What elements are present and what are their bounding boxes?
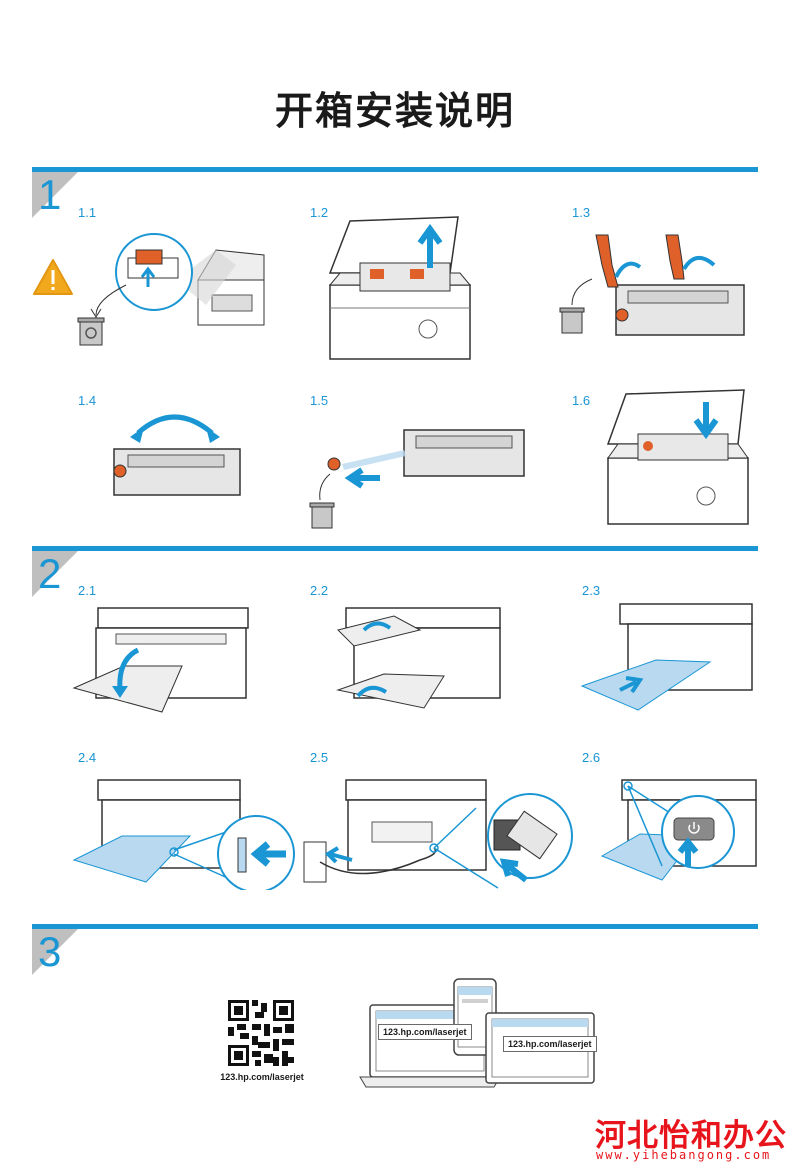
recycle-bin-icon bbox=[309, 502, 335, 529]
step-2-1-illustration bbox=[72, 607, 249, 713]
step-label: 1.5 bbox=[310, 393, 329, 408]
step-label: 2.1 bbox=[78, 583, 97, 598]
step-2-5-illustration bbox=[303, 779, 573, 889]
step-label: 1.1 bbox=[78, 205, 97, 220]
section-1-number: 1 bbox=[38, 171, 62, 218]
step-2-2-illustration bbox=[336, 607, 501, 709]
page-title: 开箱安装说明 bbox=[274, 89, 515, 133]
section-2-number: 2 bbox=[38, 550, 62, 597]
step-2-3-illustration bbox=[580, 603, 753, 711]
qr-code bbox=[228, 1000, 294, 1066]
step-label: 2.5 bbox=[310, 750, 329, 765]
step-label: 2.6 bbox=[582, 750, 601, 765]
section-3-bar bbox=[32, 924, 758, 929]
tablet-url-field: 123.hp.com/laserjet bbox=[503, 1036, 597, 1052]
devices-illustration bbox=[359, 978, 595, 1088]
step-label: 1.2 bbox=[310, 205, 329, 220]
step-label: 2.2 bbox=[310, 583, 329, 598]
step-label: 1.6 bbox=[572, 393, 591, 408]
watermark-name: 河北怡和办公 bbox=[595, 1118, 787, 1154]
qr-url-caption: 123.hp.com/laserjet bbox=[220, 1072, 304, 1082]
step-2-4-illustration bbox=[72, 779, 295, 890]
power-button-icon bbox=[688, 822, 700, 834]
step-1-3-illustration bbox=[559, 234, 745, 336]
section-2-bar bbox=[32, 546, 758, 551]
step-label: 2.4 bbox=[78, 750, 97, 765]
recycle-bin-icon bbox=[559, 307, 585, 334]
step-1-2-illustration bbox=[328, 216, 472, 360]
watermark-url: www.yihebangong.com bbox=[596, 1148, 772, 1162]
step-1-6-illustration bbox=[606, 389, 749, 525]
step-2-6-illustration bbox=[600, 779, 757, 881]
step-1-4-illustration bbox=[113, 414, 241, 496]
recycle-bin-icon bbox=[77, 317, 105, 346]
section-1-tab bbox=[32, 172, 78, 218]
section-3-number: 3 bbox=[38, 928, 62, 975]
step-label: 2.3 bbox=[582, 583, 601, 598]
step-label: 1.4 bbox=[78, 393, 97, 408]
section-3-tab bbox=[32, 929, 78, 975]
section-1-bar bbox=[32, 167, 758, 172]
warning-icon bbox=[33, 259, 73, 295]
step-label: 1.3 bbox=[572, 205, 591, 220]
step-1-1-illustration bbox=[77, 233, 265, 346]
section-2-tab bbox=[32, 551, 78, 597]
step-1-5-illustration bbox=[309, 429, 525, 529]
laptop-url-field: 123.hp.com/laserjet bbox=[378, 1024, 472, 1040]
